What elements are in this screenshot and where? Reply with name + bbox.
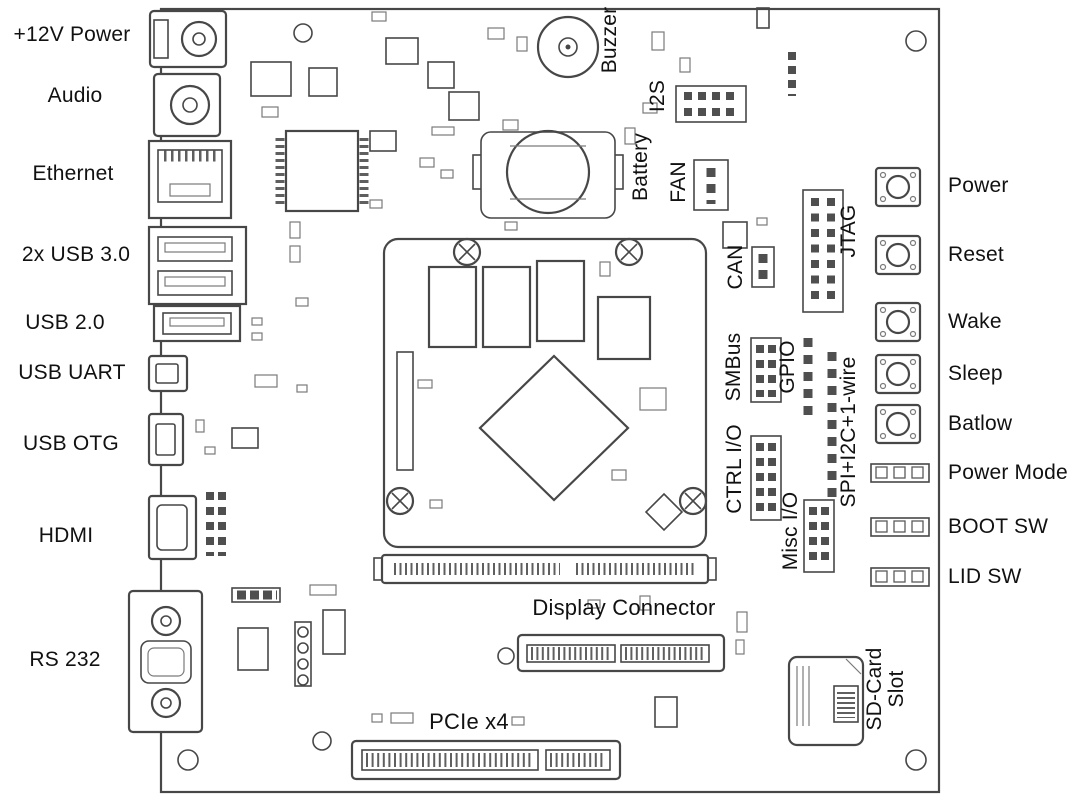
memory-chips xyxy=(427,259,652,361)
can-header xyxy=(722,221,775,288)
board-outline xyxy=(159,7,941,794)
label-can: CAN xyxy=(724,244,747,290)
wake-button-switch xyxy=(874,301,922,343)
label-ctrl-io: CTRL I/O xyxy=(723,424,746,514)
label-jtag: JTAG xyxy=(837,204,860,258)
fan-header xyxy=(693,159,729,211)
label-reset-button: Reset xyxy=(948,243,1004,266)
label-usb-uart: USB UART xyxy=(18,361,126,384)
ethernet-port xyxy=(147,139,233,220)
usb2-port xyxy=(152,304,242,343)
label-misc-io: Misc I/O xyxy=(779,491,802,571)
hdmi-port xyxy=(147,494,198,561)
power-button-switch xyxy=(874,166,922,208)
label-spi-i2c-1wire: SPI+I2C+1-wire xyxy=(837,356,860,508)
boot-sw-jumper xyxy=(870,517,930,537)
battery-holder xyxy=(472,129,624,219)
som-module xyxy=(382,237,708,549)
label-usb-otg: USB OTG xyxy=(23,432,119,455)
module-small-parts xyxy=(396,261,684,532)
sd-card-slot xyxy=(787,655,865,747)
pcie-slot xyxy=(350,739,622,781)
label-wake-button: Wake xyxy=(948,310,1002,333)
label-hdmi: HDMI xyxy=(38,524,94,547)
power-mode-jumper xyxy=(870,463,930,483)
label-sleep-button: Sleep xyxy=(948,362,1003,385)
buzzer xyxy=(536,15,600,79)
label-rs232: RS 232 xyxy=(29,648,101,671)
usb-otg-port xyxy=(147,412,185,467)
label-lid-sw: LID SW xyxy=(948,565,1022,588)
sleep-button-switch xyxy=(874,353,922,395)
label-audio: Audio xyxy=(47,84,103,107)
cpu-chip xyxy=(478,354,630,502)
label-12v-power: +12V Power xyxy=(13,23,131,46)
label-ethernet: Ethernet xyxy=(32,162,114,185)
audio-jack xyxy=(152,72,222,138)
reset-button-switch xyxy=(874,234,922,276)
rs232-port xyxy=(127,589,204,734)
usb-uart-port xyxy=(147,354,189,393)
ctrl-io-header xyxy=(750,435,782,521)
usb3-ports xyxy=(147,225,248,306)
display-connector xyxy=(516,633,726,673)
label-sd-card-slot: SD-Card Slot xyxy=(862,647,908,731)
batlow-button-switch xyxy=(874,403,922,445)
label-fan: FAN xyxy=(667,161,690,203)
label-i2s: I2S xyxy=(646,79,669,113)
label-display-connector: Display Connector xyxy=(532,595,716,620)
label-pcie-x4: PCIe x4 xyxy=(429,709,509,734)
misc-io-header xyxy=(803,499,835,573)
i2s-header xyxy=(675,85,747,123)
label-usb3: 2x USB 3.0 xyxy=(21,243,131,266)
power-jack xyxy=(148,9,228,69)
label-power-mode: Power Mode xyxy=(948,461,1068,484)
label-power-button: Power xyxy=(948,174,1009,197)
label-boot-sw: BOOT SW xyxy=(948,515,1049,538)
label-smbus: SMBus xyxy=(722,332,745,402)
smd-components xyxy=(195,7,796,728)
smbus-header xyxy=(750,337,782,403)
label-buzzer: Buzzer xyxy=(598,6,621,74)
label-usb2: USB 2.0 xyxy=(25,311,105,334)
module-screws xyxy=(385,237,708,516)
label-gpio: GPIO xyxy=(776,340,799,394)
lid-sw-jumper xyxy=(870,567,930,587)
jtag-header xyxy=(802,189,844,313)
label-battery: Battery xyxy=(629,133,652,201)
label-batlow-button: Batlow xyxy=(948,412,1013,435)
sodimm-connector xyxy=(373,553,717,585)
